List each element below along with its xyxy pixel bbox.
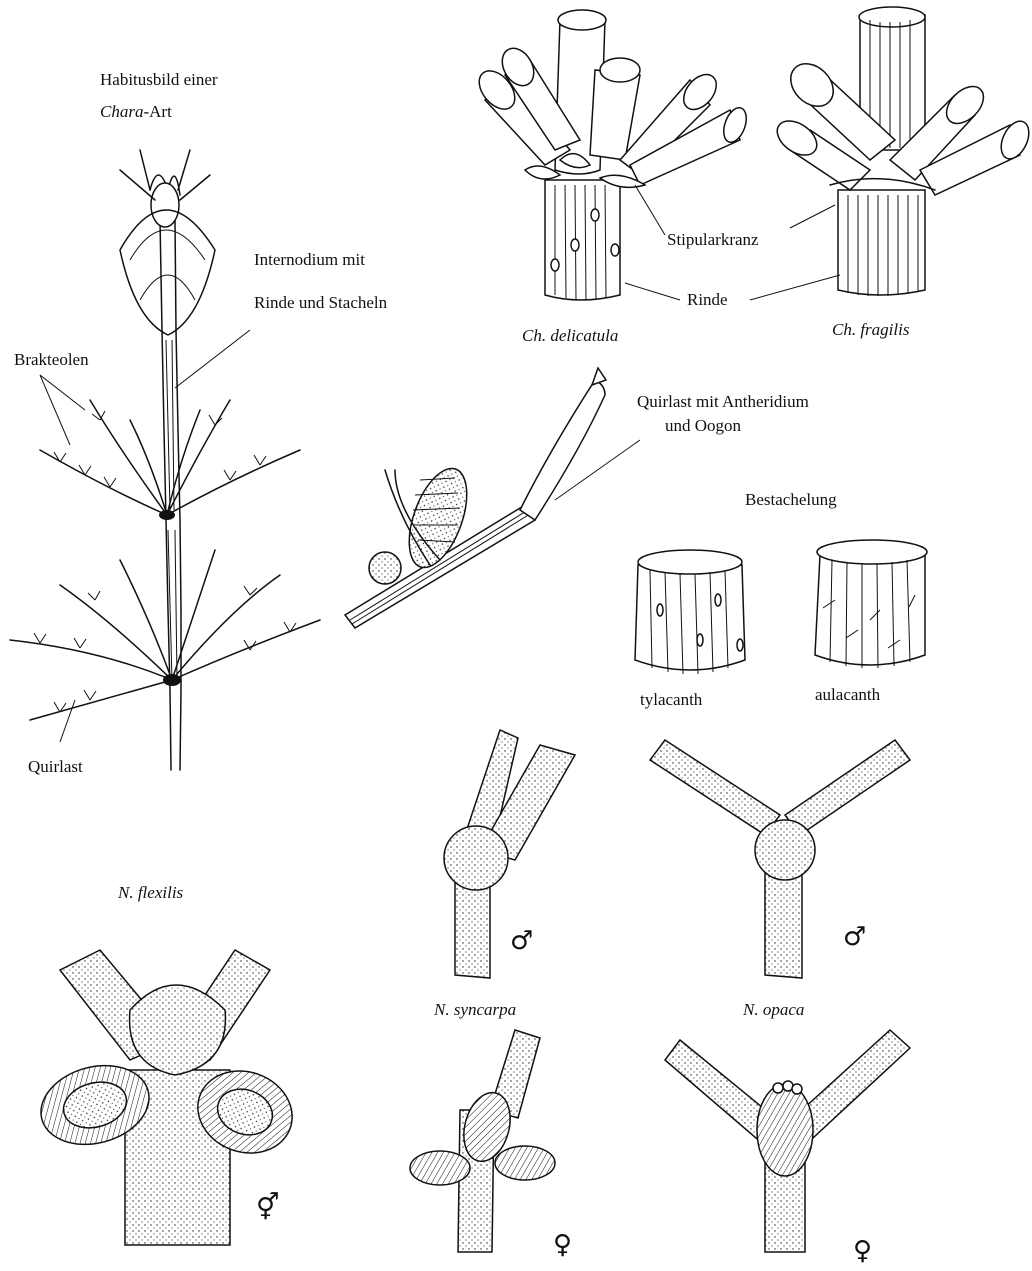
- n-syncarpa-label: N. syncarpa: [434, 1000, 516, 1020]
- n-opaca-label: N. opaca: [743, 1000, 804, 1020]
- aulacanth-cortex-drawing: [815, 540, 927, 668]
- rinde-label: Rinde: [687, 290, 728, 310]
- internodium-label-line2: Rinde und Stacheln: [254, 293, 387, 313]
- delicatula-stem-drawing: [472, 10, 750, 300]
- fragilis-stem-drawing: [750, 7, 1032, 300]
- ch-fragilis-label: Ch. fragilis: [832, 320, 909, 340]
- n-flexilis-label: N. flexilis: [118, 883, 183, 903]
- stipularkranz-label: Stipularkranz: [667, 230, 759, 250]
- quirlast-antheridium-line1: Quirlast mit Antheridium: [637, 392, 809, 412]
- tylacanth-label: tylacanth: [640, 690, 702, 710]
- bisexual-symbol-flexilis: ⚥: [256, 1195, 279, 1221]
- whorl-branch-drawing: [345, 368, 640, 628]
- habitus-title-line2: Chara-Art: [100, 102, 172, 122]
- female-symbol-opaca: ♀: [853, 1238, 872, 1264]
- quirlast-label: Quirlast: [28, 757, 83, 777]
- male-symbol-syncarpa: ♂: [510, 928, 533, 954]
- bestachelung-label: Bestachelung: [745, 490, 837, 510]
- nitella-branch-drawing: [32, 730, 910, 1252]
- internodium-label-line1: Internodium mit: [254, 250, 365, 270]
- female-symbol-syncarpa: ♀: [553, 1232, 572, 1258]
- aulacanth-label: aulacanth: [815, 685, 880, 705]
- ch-delicatula-label: Ch. delicatula: [522, 326, 618, 346]
- habitus-genus: Chara: [100, 102, 143, 121]
- chara-habitus-drawing: [10, 150, 320, 770]
- habitus-suffix: -Art: [143, 102, 171, 121]
- quirlast-antheridium-line2: und Oogon: [665, 416, 741, 436]
- male-symbol-opaca: ♂: [843, 924, 866, 950]
- brakteolen-label: Brakteolen: [14, 350, 89, 370]
- tylacanth-cortex-drawing: [635, 550, 745, 674]
- habitus-title-line1: Habitusbild einer: [100, 70, 218, 90]
